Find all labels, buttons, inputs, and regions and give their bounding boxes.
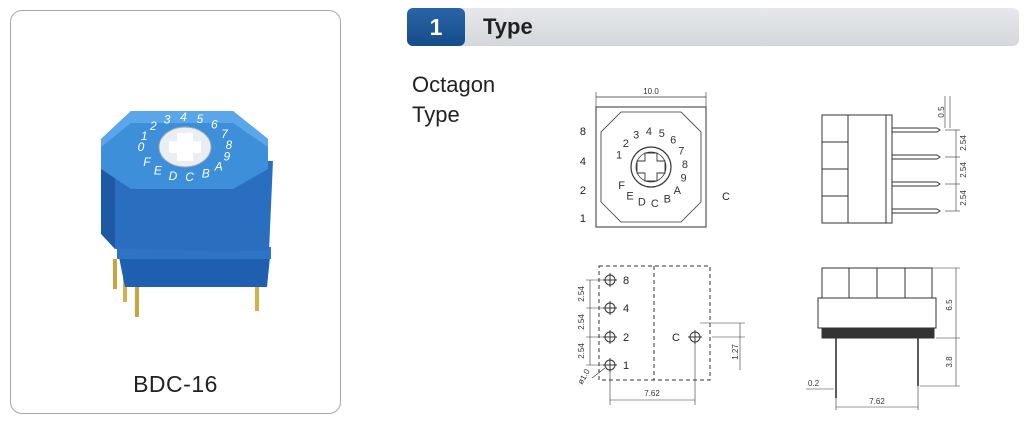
photo-dial-char-D: D: [169, 169, 178, 183]
type-label-line2: Type: [412, 102, 460, 127]
pcb-width-dim: 7.62: [644, 389, 660, 398]
pcb-pitch-dim-3: 2.54: [577, 343, 586, 359]
pcb-pitch-dim-2: 2.54: [577, 314, 586, 330]
photo-dial-char-F: F: [143, 155, 151, 169]
pcb-pin-label-4: 4: [623, 303, 629, 315]
side-dim-pitch-1: 2.54: [959, 135, 968, 151]
side-dim-pitch-3: 2.54: [959, 190, 968, 206]
top-pin-label-4: 4: [580, 156, 586, 168]
top-pin-label-1: 1: [580, 213, 586, 225]
side-dim-0-5: 0.5: [937, 106, 946, 118]
type-label-line1: Octagon: [412, 72, 496, 97]
top-width-dim: 10.0: [643, 87, 659, 96]
pcb-common-label: C: [672, 332, 680, 344]
top-dial-char-A: A: [674, 185, 682, 197]
top-dial-char-B: B: [664, 194, 671, 206]
pcb-offset-dim: 1.27: [731, 344, 740, 360]
top-dial-char-9: 9: [680, 173, 686, 185]
photo-dial-char-3: 3: [164, 113, 171, 127]
top-dial-char-E: E: [626, 190, 633, 202]
section-title: Type: [483, 14, 533, 39]
top-pin-label-2: 2: [580, 185, 586, 197]
top-dial-char-6: 6: [670, 135, 676, 147]
type-label: Octagon Type: [412, 70, 495, 130]
top-dial-char-F: F: [618, 180, 625, 192]
photo-dial-char-9: 9: [223, 149, 230, 163]
pcb-pin-label-1: 1: [623, 360, 629, 372]
photo-dial-char-5: 5: [197, 112, 204, 126]
pcb-layout-drawing: 8 4 2 1 C 2.54 2.54 2.54 ø1.0 1.27 7.62: [576, 265, 745, 405]
photo-dial-char-1: 1: [141, 129, 148, 143]
pcb-pin-label-8: 8: [623, 275, 629, 287]
photo-dial-char-C: C: [185, 170, 194, 184]
photo-dial-char-2: 2: [149, 119, 157, 133]
photo-dial-char-B: B: [202, 167, 210, 181]
product-model-caption: BDC-16: [133, 371, 218, 397]
top-dial-char-5: 5: [659, 128, 665, 140]
top-dial-char-7: 7: [678, 146, 684, 158]
photo-dial-char-6: 6: [211, 118, 218, 132]
top-dial-char-2: 2: [623, 138, 629, 150]
section-number-badge: 1: [407, 8, 465, 46]
section-header: 1 Type: [407, 8, 1019, 46]
top-dial-char-8: 8: [682, 159, 688, 171]
top-dial-char-1: 1: [616, 150, 622, 162]
photo-dial-char-E: E: [154, 164, 163, 178]
front-pin-span-dim: 7.62: [869, 397, 885, 406]
top-pin-label-8: 8: [580, 126, 586, 138]
top-dial-char-C: C: [651, 198, 659, 210]
front-pin-thickness-dim: 0.2: [808, 379, 820, 388]
top-dial-char-D: D: [638, 197, 646, 209]
top-dial-char-4: 4: [646, 126, 652, 138]
pcb-pitch-dim-1: 2.54: [577, 286, 586, 302]
front-view-drawing: 6.5 3.8 0.2 7.62: [806, 267, 960, 410]
photo-dial-char-8: 8: [226, 138, 233, 152]
photo-dial-char-4: 4: [180, 110, 187, 124]
front-height-dim: 6.5: [945, 299, 954, 311]
front-pin-length-dim: 3.8: [945, 356, 954, 368]
photo-dial-char-7: 7: [221, 127, 229, 141]
top-common-label: C: [722, 191, 730, 203]
pcb-hole-dia: ø1.0: [576, 367, 592, 386]
photo-dial-char-0: 0: [138, 140, 145, 154]
side-view-drawing: 0.5 2.54 2.54 2.54: [821, 96, 968, 224]
side-dim-pitch-2: 2.54: [959, 162, 968, 178]
photo-dial-char-A: A: [214, 159, 223, 173]
top-dial-char-3: 3: [633, 130, 639, 142]
pcb-pin-label-2: 2: [623, 332, 629, 344]
